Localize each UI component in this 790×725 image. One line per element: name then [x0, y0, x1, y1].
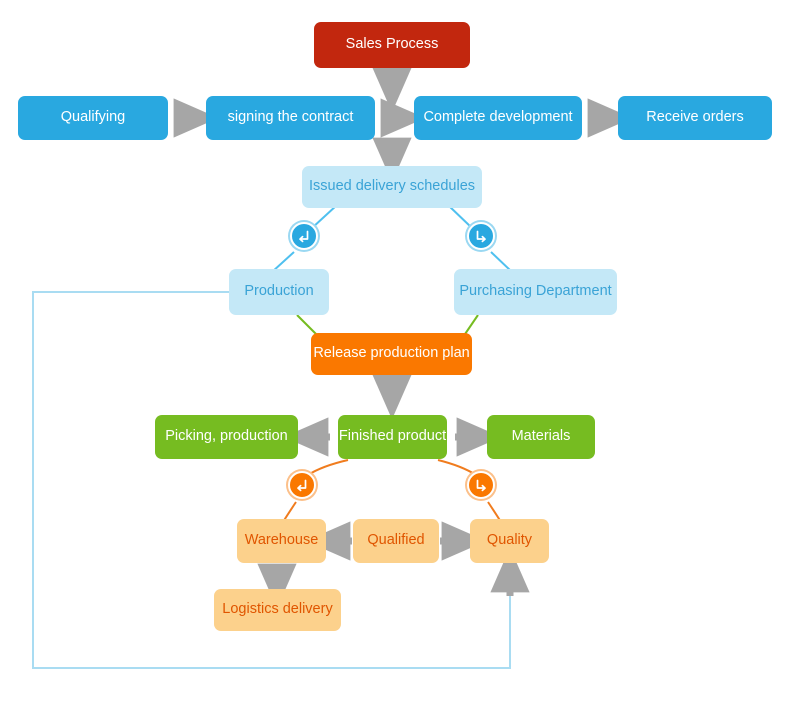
- node-finished-product[interactable]: Finished product: [338, 415, 447, 459]
- node-label: Complete development: [423, 109, 573, 126]
- node-logistics-delivery[interactable]: Logistics delivery: [214, 589, 341, 631]
- node-label: Warehouse: [244, 532, 319, 549]
- edge-finished-product-to-right-connector: [437, 459, 477, 476]
- arrow-down-right-icon: [476, 479, 486, 492]
- node-warehouse[interactable]: Warehouse: [237, 519, 326, 563]
- node-label: Sales Process: [345, 36, 439, 53]
- connector-orange-left[interactable]: [288, 471, 316, 499]
- node-label: Purchasing Department: [459, 283, 612, 300]
- node-label: Issued delivery schedules: [308, 178, 476, 195]
- arrow-down-right-icon: [476, 230, 486, 243]
- edge-issued-to-left-connector: [311, 204, 338, 229]
- node-label: Qualified: [367, 532, 425, 549]
- connector-blue-right[interactable]: [467, 222, 495, 250]
- node-issued-delivery-schedules[interactable]: Issued delivery schedules: [302, 166, 482, 208]
- node-label: Materials: [511, 428, 571, 445]
- node-label: Picking, production: [165, 428, 288, 445]
- node-complete-development[interactable]: Complete development: [414, 96, 582, 140]
- node-picking-production[interactable]: Picking, production: [155, 415, 298, 459]
- node-qualifying[interactable]: Qualifying: [18, 96, 168, 140]
- node-quality[interactable]: Quality: [470, 519, 549, 563]
- node-label: Quality: [486, 532, 533, 549]
- edge-issued-to-right-connector: [447, 204, 473, 229]
- arrow-down-left-icon: [299, 230, 309, 243]
- node-purchasing-department[interactable]: Purchasing Department: [454, 269, 617, 315]
- node-label: Finished product: [338, 428, 447, 445]
- node-label: Logistics delivery: [222, 601, 333, 618]
- connector-orange-right[interactable]: [467, 471, 495, 499]
- node-release-production-plan[interactable]: Release production plan: [311, 333, 472, 375]
- node-qualified[interactable]: Qualified: [353, 519, 439, 563]
- arrow-down-left-icon: [297, 479, 307, 492]
- node-label: Qualifying: [60, 109, 126, 126]
- node-label: Receive orders: [646, 109, 744, 126]
- node-signing-the-contract[interactable]: signing the contract: [206, 96, 375, 140]
- node-label: Release production plan: [313, 345, 470, 362]
- node-receive-orders[interactable]: Receive orders: [618, 96, 772, 140]
- connector-blue-left[interactable]: [290, 222, 318, 250]
- node-sales-process[interactable]: Sales Process: [314, 22, 470, 68]
- node-label: Production: [244, 283, 314, 300]
- node-label: signing the contract: [227, 109, 354, 126]
- edge-finished-product-to-left-connector: [307, 459, 349, 476]
- node-materials[interactable]: Materials: [487, 415, 595, 459]
- node-production[interactable]: Production: [229, 269, 329, 315]
